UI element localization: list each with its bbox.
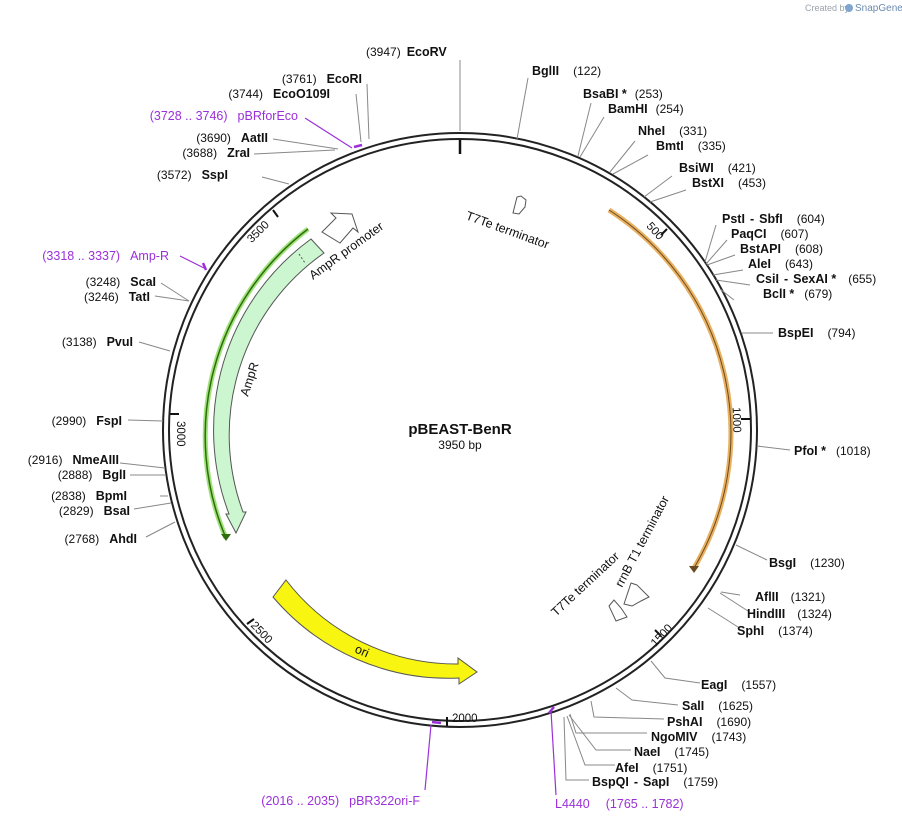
- site-aflii[interactable]: AflII(1321): [755, 590, 825, 604]
- site-hindiii[interactable]: HindIII(1324): [747, 607, 832, 621]
- site-bstapi[interactable]: BstAPI(608): [740, 242, 823, 256]
- primer-lines: [179, 117, 557, 796]
- site-nmeaiii[interactable]: (2916)NmeAIII: [28, 453, 119, 467]
- primer-pbrforeco[interactable]: (3728 .. 3746)pBRforEco: [150, 109, 298, 123]
- site-bgli[interactable]: (2888)BglI: [58, 468, 126, 482]
- site-bcli[interactable]: BclI *(679): [763, 287, 832, 301]
- ampr-track-line: [204, 228, 309, 539]
- site-bglii[interactable]: BglII(122): [532, 64, 601, 78]
- site-eagi[interactable]: EagI(1557): [701, 678, 776, 692]
- site-ahdi[interactable]: (2768)AhdI: [65, 532, 137, 546]
- scale-ticks: 500 1000 1500 2000 2500 3000 3500: [170, 209, 750, 726]
- ampr-promoter-dotted: [298, 253, 306, 264]
- feature-label-ori: ori: [353, 642, 371, 660]
- t7te-top-arrow[interactable]: [512, 195, 527, 215]
- site-bsabi[interactable]: BsaBI *(253): [583, 87, 663, 101]
- site-naei[interactable]: NaeI(1745): [634, 745, 709, 759]
- site-bsgi[interactable]: BsgI(1230): [769, 556, 845, 570]
- feature-label-ampr: AmpR: [238, 361, 262, 398]
- primer-pbr322ori-f[interactable]: (2016 .. 2035)pBR322ori-F: [261, 794, 420, 808]
- tick-label-3500: 3500: [245, 219, 272, 246]
- backbone-outer: [162, 132, 758, 728]
- site-ngomiv[interactable]: NgoMIV(1743): [651, 730, 746, 744]
- rrnb-arrow[interactable]: [623, 582, 650, 607]
- t7te-right-arrow[interactable]: [608, 599, 628, 622]
- site-sphi[interactable]: SphI(1374): [737, 624, 813, 638]
- primer-marks: [201, 143, 555, 725]
- plasmid-size: 3950 bp: [438, 438, 482, 452]
- restriction-site-labels-left: (2768)AhdI (2829)BsaI (2838)BpmI (2888)B…: [28, 72, 362, 546]
- site-paqci[interactable]: PaqCI(607): [731, 227, 808, 241]
- tick-label-1500: 1500: [649, 622, 675, 649]
- site-zrai[interactable]: (3688)ZraI: [182, 146, 250, 160]
- site-alei[interactable]: AleI(643): [748, 257, 813, 271]
- site-bmti[interactable]: BmtI(335): [656, 139, 726, 153]
- site-afei[interactable]: AfeI(1751): [615, 761, 687, 775]
- ampr-promoter-arrow[interactable]: [321, 212, 360, 244]
- site-sspi[interactable]: (3572)SspI: [157, 168, 228, 182]
- feature-label-t7te-top: T7Te terminator: [464, 209, 551, 252]
- site-tati[interactable]: (3246)TatI: [84, 290, 150, 304]
- primer-l4440[interactable]: L4440(1765 .. 1782): [555, 797, 684, 811]
- credit-prefix: Created by: [805, 3, 850, 13]
- site-nhei[interactable]: NheI(331): [638, 124, 707, 138]
- site-ecorv[interactable]: (3947)EcoRV: [366, 45, 447, 59]
- site-psti-sbfi[interactable]: PstI-SbfI(604): [722, 212, 825, 226]
- ori-feature-arrow[interactable]: [272, 579, 478, 685]
- site-pfoi[interactable]: PfoI *(1018): [794, 444, 871, 458]
- site-ecori[interactable]: (3761)EcoRI: [282, 72, 362, 86]
- primer-amp-r[interactable]: (3318 .. 3337)Amp-R: [42, 249, 169, 263]
- site-bspqi-sapi[interactable]: BspQI-SapI(1759): [592, 775, 718, 789]
- credit-brand: SnapGene: [855, 3, 902, 14]
- site-csii-sexai[interactable]: CsiI-SexAI *(655): [756, 272, 876, 286]
- orange-feature-arrowhead: [689, 566, 699, 573]
- ampr-track-arrowhead: [221, 534, 231, 541]
- site-scai[interactable]: (3248)ScaI: [86, 275, 156, 289]
- orange-feature-line: [608, 209, 732, 569]
- backbone-inner: [168, 138, 752, 722]
- site-leader-lines: [119, 60, 791, 781]
- site-bpmi[interactable]: (2838)BpmI: [51, 489, 127, 503]
- site-bstxi[interactable]: BstXI(453): [692, 176, 766, 190]
- tick-label-2000: 2000: [452, 713, 478, 725]
- site-bsai[interactable]: (2829)BsaI: [59, 504, 130, 518]
- tick-label-3000: 3000: [174, 421, 186, 447]
- site-bamhi[interactable]: BamHI(254): [608, 102, 684, 116]
- site-pshai[interactable]: PshAI(1690): [667, 715, 751, 729]
- site-pvui[interactable]: (3138)PvuI: [62, 335, 133, 349]
- snapgene-logo-icon: [845, 4, 853, 12]
- plasmid-name: pBEAST-BenR: [408, 421, 512, 438]
- site-aatii[interactable]: (3690)AatII: [196, 131, 268, 145]
- site-bspei[interactable]: BspEI(794): [778, 326, 855, 340]
- site-sali[interactable]: SalI(1625): [682, 699, 753, 713]
- primer-labels: (3728 .. 3746)pBRforEco (3318 .. 3337)Am…: [42, 109, 683, 811]
- restriction-site-labels: (3947)EcoRV BglII(122) BsaBI *(253) BamH…: [366, 45, 876, 789]
- site-ecoo109i[interactable]: (3744)EcoO109I: [228, 87, 330, 101]
- site-fspi[interactable]: (2990)FspI: [52, 414, 122, 428]
- ampr-feature-arrow[interactable]: [213, 238, 325, 535]
- feature-label-rrnb: rrnB T1 terminator: [612, 493, 672, 589]
- site-bsiwi[interactable]: BsiWI(421): [679, 161, 756, 175]
